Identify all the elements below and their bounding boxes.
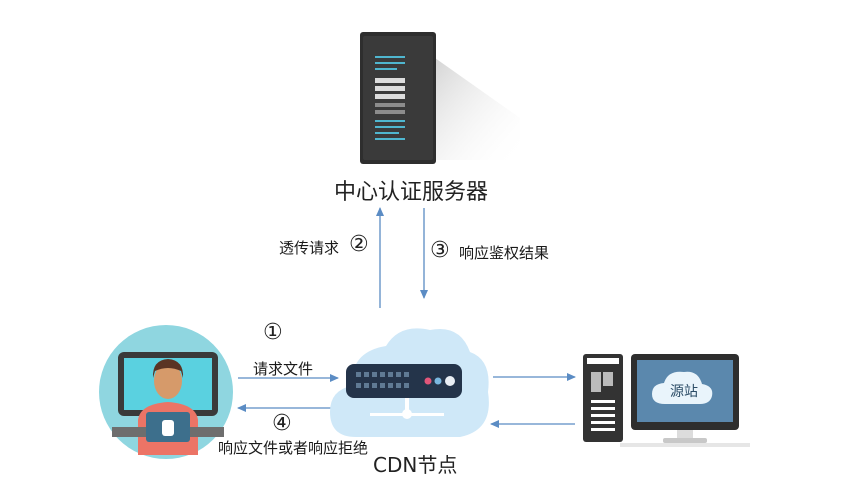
cdn-cloud-icon <box>330 328 489 437</box>
origin-label: 源站 <box>670 384 698 400</box>
step4-label: 响应文件或者响应拒绝 <box>218 439 369 457</box>
step2-label: 透传请求 <box>279 239 340 257</box>
origin-server-icon <box>583 354 750 447</box>
step4-number: ④ <box>272 411 292 436</box>
cdn-label: CDN节点 <box>373 453 458 477</box>
step3-number: ③ <box>430 238 450 263</box>
step2-number: ② <box>349 232 369 257</box>
step1-label: 请求文件 <box>253 360 314 378</box>
user-computer-icon <box>99 325 233 459</box>
auth-server-icon <box>360 32 520 164</box>
auth-server-label: 中心认证服务器 <box>334 180 489 205</box>
step1-number: ① <box>263 320 283 345</box>
step3-label: 响应鉴权结果 <box>459 244 550 262</box>
